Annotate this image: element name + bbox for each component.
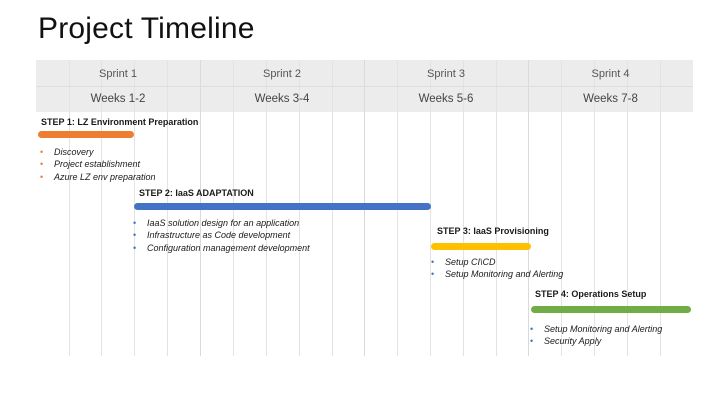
bullet-icon: •: [133, 230, 137, 241]
list-item-text: Security Apply: [544, 336, 602, 347]
weeks-label: Weeks 7-8: [583, 93, 638, 105]
step-4-bar: [531, 306, 691, 313]
step-1-list: • Discovery • Project establishment • Azure…: [40, 146, 156, 183]
step-2-list: • IaaS solution design for an application…: [133, 217, 310, 254]
sprint-label: Sprint 4: [591, 68, 630, 80]
grid-line: [496, 60, 497, 356]
bullet-icon: •: [431, 257, 435, 267]
bullet-icon: •: [530, 324, 534, 334]
list-item-text: Setup CI\CD: [445, 257, 496, 267]
sprint-label: Sprint 3: [427, 68, 465, 80]
header-divider: [36, 86, 693, 87]
step-2-bar: [134, 203, 431, 210]
weeks-label: Weeks 5-6: [418, 93, 474, 105]
list-item: • IaaS solution design for an application: [133, 217, 310, 229]
step-1-bar: [38, 131, 134, 138]
bullet-icon: •: [40, 147, 44, 157]
list-item: • Setup Monitoring and Alerting: [530, 323, 662, 335]
grid-line: [463, 60, 464, 356]
bullet-icon: •: [133, 218, 137, 228]
weeks-label: Weeks 3-4: [254, 93, 310, 105]
step-4-list: • Setup Monitoring and Alerting • Security…: [530, 323, 662, 348]
list-item: • Project establishment: [40, 158, 156, 170]
bullet-icon: •: [431, 269, 435, 280]
list-item: • Security Apply: [530, 335, 662, 347]
grid-line: [101, 60, 102, 356]
list-item-text: Setup Monitoring and Alerting: [544, 324, 663, 334]
step-4-label: STEP 4: Operations Setup: [535, 289, 647, 299]
step-2-label: STEP 2: IaaS ADAPTATION: [139, 188, 254, 198]
step-3-list: • Setup CI\CD • Setup Monitoring and Alert…: [431, 256, 563, 281]
grid-line: [594, 60, 595, 356]
step-3-label: STEP 3: IaaS Provisioning: [437, 226, 549, 236]
slide-title: Project Timeline: [38, 12, 255, 45]
sprint-divider: [528, 60, 529, 356]
grid-line: [561, 60, 562, 356]
weeks-label: Weeks 1-2: [90, 93, 146, 105]
step-3-bar: [431, 243, 531, 250]
list-item-text: Setup Monitoring and Alerting: [445, 269, 564, 280]
list-item-text: Discovery: [54, 147, 94, 157]
sprint-label: Sprint 2: [263, 68, 301, 80]
list-item: • Azure LZ env preparation: [40, 171, 156, 183]
grid-line: [69, 60, 70, 356]
list-item: • Setup Monitoring and Alerting: [431, 268, 563, 280]
grid-line: [627, 60, 628, 356]
sprint-2-header: Sprint 2 Weeks 3-4: [200, 60, 364, 112]
list-item-text: IaaS solution design for an application: [147, 218, 300, 228]
list-item-text: Azure LZ env preparation: [54, 171, 156, 182]
list-item: • Setup CI\CD: [431, 256, 563, 268]
step-1-label: STEP 1: LZ Environment Preparation: [41, 117, 199, 127]
grid-line: [660, 60, 661, 356]
list-item: • Infrastructure as Code development: [133, 229, 310, 241]
list-item-text: Infrastructure as Code development: [147, 230, 291, 241]
bullet-icon: •: [40, 171, 44, 182]
list-item-text: Project establishment: [54, 159, 141, 170]
sprint-1-header: Sprint 1 Weeks 1-2: [36, 60, 200, 112]
sprint-4-header: Sprint 4 Weeks 7-8: [528, 60, 693, 112]
sprint-label: Sprint 1: [99, 68, 137, 80]
sprint-3-header: Sprint 3 Weeks 5-6: [364, 60, 528, 112]
list-item: • Discovery: [40, 146, 156, 158]
bullet-icon: •: [530, 336, 534, 347]
bullet-icon: •: [133, 242, 137, 253]
list-item: • Configuration management development: [133, 242, 310, 254]
bullet-icon: •: [40, 159, 44, 170]
list-item-text: Configuration management development: [147, 242, 310, 253]
